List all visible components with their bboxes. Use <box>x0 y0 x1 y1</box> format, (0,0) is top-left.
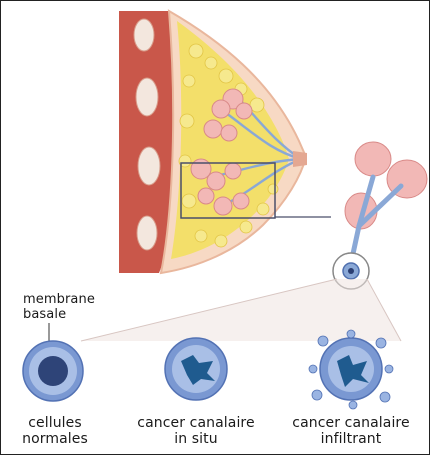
insitu-line-2: in situ <box>126 431 266 447</box>
normal-line-1: cellules <box>11 415 99 431</box>
infiltrant-cancer-diagram <box>309 330 393 409</box>
infiltrant-line-2: infiltrant <box>281 431 421 447</box>
infiltrant-line-1: cancer canalaire <box>281 415 421 431</box>
insitu-label: cancer canalaire in situ <box>126 415 266 447</box>
lobule-cluster <box>345 142 427 229</box>
normal-cells-label: cellules normales <box>11 415 99 447</box>
insitu-cancer-diagram <box>165 338 227 400</box>
membrane-basale-label: membrane basale <box>23 292 95 322</box>
duct-branch <box>351 177 401 263</box>
infiltrant-label: cancer canalaire infiltrant <box>281 415 421 447</box>
normal-line-2: normales <box>11 431 99 447</box>
insitu-line-1: cancer canalaire <box>126 415 266 431</box>
membrane-line-2: basale <box>23 307 95 322</box>
nipple <box>293 151 307 167</box>
membrane-line-1: membrane <box>23 292 95 307</box>
normal-cells-diagram <box>23 341 83 401</box>
